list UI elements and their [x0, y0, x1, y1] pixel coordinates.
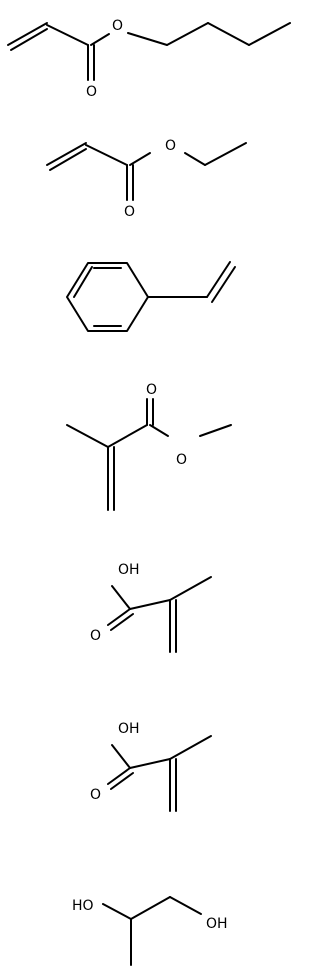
hydroxyl: OH	[118, 721, 140, 737]
oxygen-carbonyl: O	[124, 204, 135, 220]
molecule-methyl-methacrylate: O O	[66, 382, 232, 511]
oxygen-carbonyl: O	[90, 787, 101, 803]
oxygen-carbonyl: O	[86, 84, 97, 100]
molecule-methacrylic-acid: OH O	[90, 562, 212, 653]
oxygen-carbonyl: O	[146, 382, 157, 398]
molecule-propylene-glycol: HO OH	[72, 896, 228, 966]
chemical-structures: O O O O O O	[7, 18, 291, 966]
hydroxyl-2: OH	[206, 916, 228, 932]
structure-canvas: O O O O O O	[7, 18, 291, 966]
hydroxyl: OH	[118, 562, 140, 578]
molecule-styrene	[66, 261, 236, 332]
molecule-ethyl-acrylate: O O	[46, 138, 247, 220]
oxygen-carbonyl: O	[90, 628, 101, 644]
molecule-methacrylic-acid-2: OH O	[90, 721, 212, 812]
oxygen-ester: O	[176, 452, 187, 468]
hydroxyl-1: HO	[72, 898, 94, 914]
molecule-butyl-acrylate: O O	[7, 18, 291, 100]
oxygen-ester: O	[112, 18, 123, 34]
oxygen-ester: O	[165, 138, 176, 154]
